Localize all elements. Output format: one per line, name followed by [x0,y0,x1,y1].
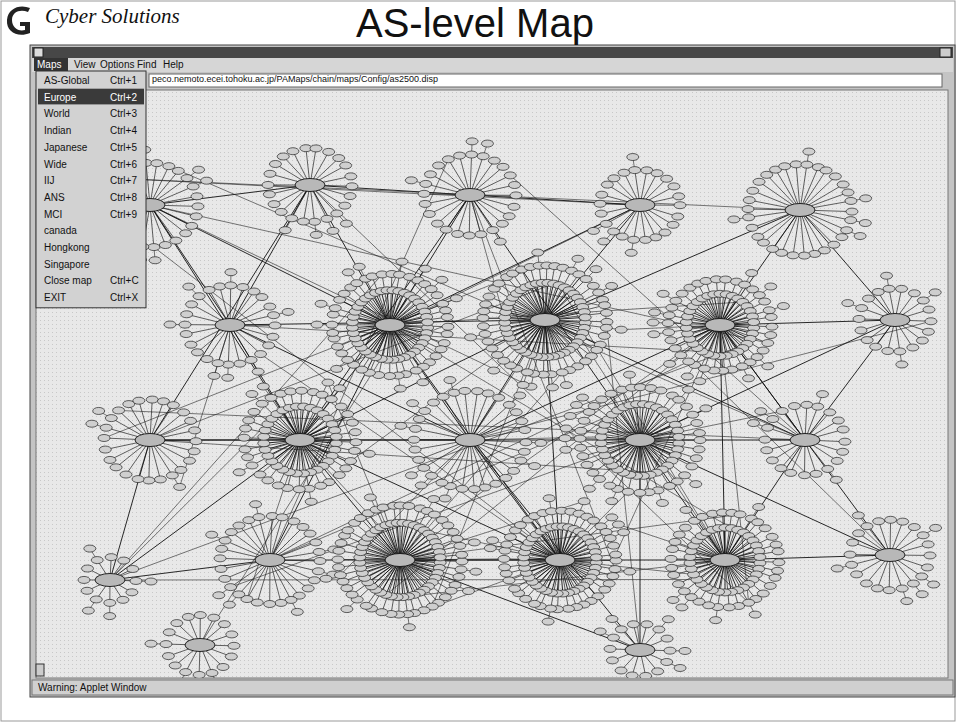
menu-bar [32,58,953,72]
menu-item: Wide [44,159,67,170]
company-name: Cyber Solutions [45,5,180,28]
menu-item: IIJ [44,175,55,186]
menu-shortcut: Ctrl+2 [110,92,137,103]
menu-item: Close map [44,275,92,286]
menu-item: Europe [44,92,76,103]
menu-item: MCI [44,209,62,220]
scroll-box [36,664,44,676]
menu-item: EXIT [44,292,66,303]
window-title-bar [32,47,953,58]
menu-bar-item: Options [100,59,134,70]
slide-title: AS-level Map [356,1,594,45]
menu-highlight [34,58,68,71]
menu-shortcut: Ctrl+X [110,292,138,303]
menu-item-highlight [38,89,144,105]
menu-shortcut: Ctrl+4 [110,125,137,136]
menu-shortcut: Ctrl+8 [110,192,137,203]
menu-item: Hongkong [44,242,90,253]
menu-shortcut: Ctrl+1 [110,75,137,86]
menu-shortcut: Ctrl+5 [110,142,137,153]
menu-item: Japanese [44,142,87,153]
window-icon [34,48,43,57]
menu-bar-item: Maps [37,59,61,70]
close-button [940,48,951,57]
menu-item: Singapore [44,259,90,270]
menu-shortcut: Ctrl+C [110,275,139,286]
url-field [149,74,942,87]
status-text: Warning: Applet Window [38,682,147,693]
menu-bar-item: View [74,59,96,70]
menu-item: ANS [44,192,65,203]
company-logo [7,7,30,35]
map-canvas [36,90,948,678]
applet-window [30,45,955,697]
menu-shortcut: Ctrl+6 [110,159,137,170]
url-text: peco.nemoto.ecei.tohoku.ac.jp/PAMaps/cha… [152,75,438,85]
status-bar [32,680,953,695]
menu-shortcut: Ctrl+7 [110,175,137,186]
menu-shortcut: Ctrl+9 [110,209,137,220]
menu-item: canada [44,225,77,236]
menu-shortcut: Ctrl+3 [110,108,137,119]
dropdown-menu [36,71,146,308]
menu-item: Indian [44,125,71,136]
menu-item: World [44,108,70,119]
menu-bar-item: Help [163,59,184,70]
as-graph [78,138,942,678]
menu-item: AS-Global [44,75,90,86]
menu-bar-item: Find [137,59,156,70]
